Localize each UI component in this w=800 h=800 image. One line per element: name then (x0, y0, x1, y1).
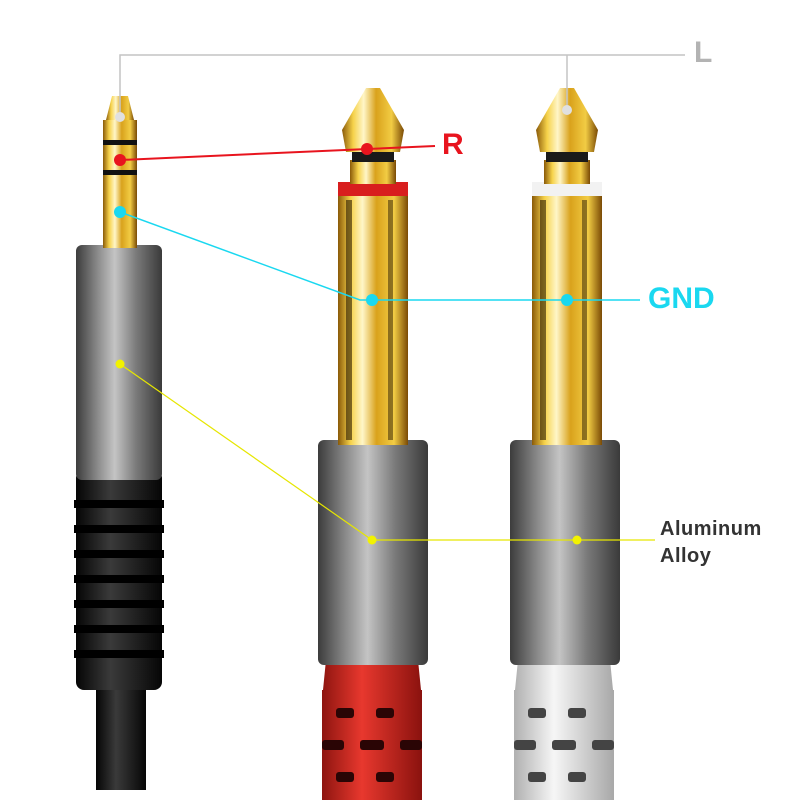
boot-red-slots (322, 708, 422, 782)
plug-6-35mm-red (318, 88, 428, 800)
callout-r (114, 143, 436, 166)
alloy-point (367, 535, 377, 545)
label-material-line2: Alloy (660, 545, 712, 567)
alloy-point (115, 359, 125, 369)
l-point (115, 112, 125, 122)
housing-metal (318, 440, 428, 665)
housing-metal (510, 440, 620, 665)
red-ring (338, 182, 408, 196)
callout-alloy (115, 359, 655, 545)
gnd-point (114, 206, 126, 218)
insulator-ring (546, 152, 588, 162)
label-left-channel: L (694, 36, 713, 69)
white-ring (532, 182, 602, 196)
boot-white-slots (514, 708, 614, 782)
insulator-ring (103, 170, 137, 175)
r-point (361, 143, 373, 155)
callout-gnd (114, 206, 640, 306)
gnd-point (561, 294, 573, 306)
tip-gold (536, 88, 598, 152)
label-material-line1: Aluminum (660, 518, 762, 540)
insulator-ring (103, 140, 137, 145)
boot-black-grooves (74, 500, 164, 658)
tip-gold (342, 88, 404, 152)
insulator-ring (352, 152, 394, 162)
plug-6-35mm-white (510, 88, 620, 800)
label-material: Aluminum Alloy (660, 516, 762, 570)
label-right-channel: R (442, 128, 464, 161)
callout-l (115, 54, 685, 122)
alloy-point (572, 535, 582, 545)
l-point (562, 105, 572, 115)
r-point (114, 154, 126, 166)
plug-3-5mm (74, 96, 164, 790)
cable-black (96, 690, 146, 790)
pin-gold (103, 120, 137, 248)
label-ground: GND (648, 282, 715, 315)
gnd-point (366, 294, 378, 306)
